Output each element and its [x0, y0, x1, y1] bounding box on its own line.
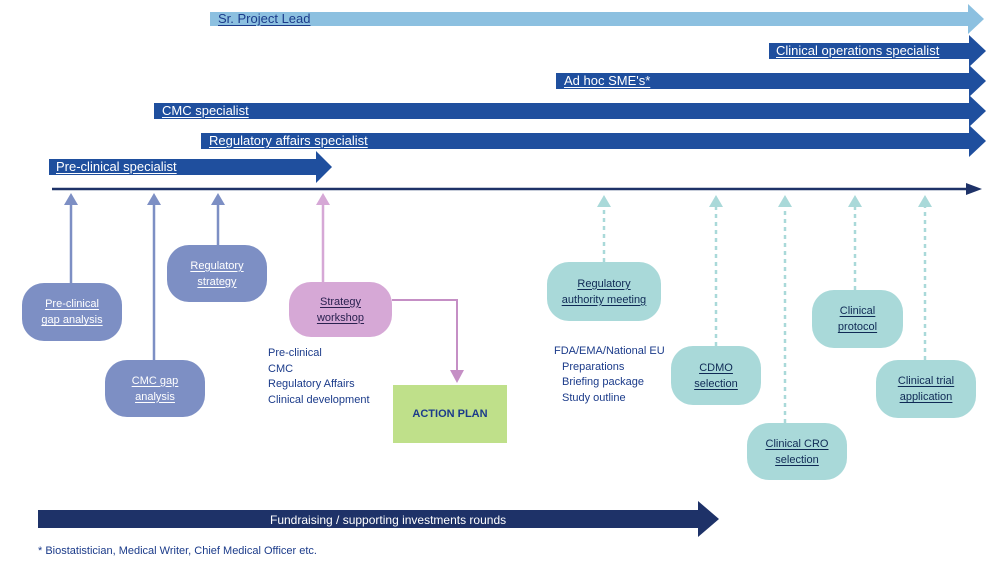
- connectors-dashed: [602, 207, 927, 423]
- cmc-specialist-arrow: [154, 95, 986, 127]
- sr-project-lead-arrow: [210, 4, 984, 34]
- cmc-specialist-label: CMC specialist: [162, 103, 249, 118]
- fundraising-label: Fundraising / supporting investments rou…: [270, 513, 507, 527]
- fundraising-arrow: [38, 501, 719, 537]
- topic-item: Briefing package: [562, 376, 644, 388]
- action-plan-box: ACTION PLAN: [393, 385, 507, 443]
- clinical-operations-arrow: [769, 35, 986, 67]
- connectors-solid: [64, 193, 464, 383]
- clinical-operations-label: Clinical operations specialist: [776, 43, 940, 58]
- connector-arrowheads-teal: [597, 195, 932, 207]
- footnote: * Biostatistician, Medical Writer, Chief…: [38, 545, 317, 557]
- workshop-topics-list: Pre-clinical CMC Regulatory Affairs Clin…: [268, 346, 370, 408]
- meeting-topics-heading: FDA/EMA/National EU: [554, 345, 665, 357]
- ad-hoc-sme-arrow: [556, 65, 986, 97]
- timeline-arrowhead: [966, 183, 982, 195]
- pre-clinical-arrow: [49, 151, 332, 183]
- topic-item: Preparations: [562, 360, 625, 373]
- topic-item: Regulatory Affairs: [268, 378, 355, 390]
- meeting-topics-list: FDA/EMA/National EU Preparations Briefin…: [554, 344, 665, 406]
- topic-item: Pre-clinical: [268, 347, 322, 359]
- topic-item: CMC: [268, 362, 294, 375]
- topic-item: Clinical development: [268, 393, 370, 406]
- ad-hoc-sme-label: Ad hoc SME's*: [564, 73, 651, 88]
- sr-project-lead-label: Sr. Project Lead: [218, 11, 311, 26]
- regulatory-affairs-label: Regulatory affairs specialist: [209, 133, 368, 148]
- topic-item: Study outline: [562, 391, 626, 404]
- regulatory-affairs-arrow: [201, 125, 986, 157]
- pre-clinical-label: Pre-clinical specialist: [56, 159, 177, 174]
